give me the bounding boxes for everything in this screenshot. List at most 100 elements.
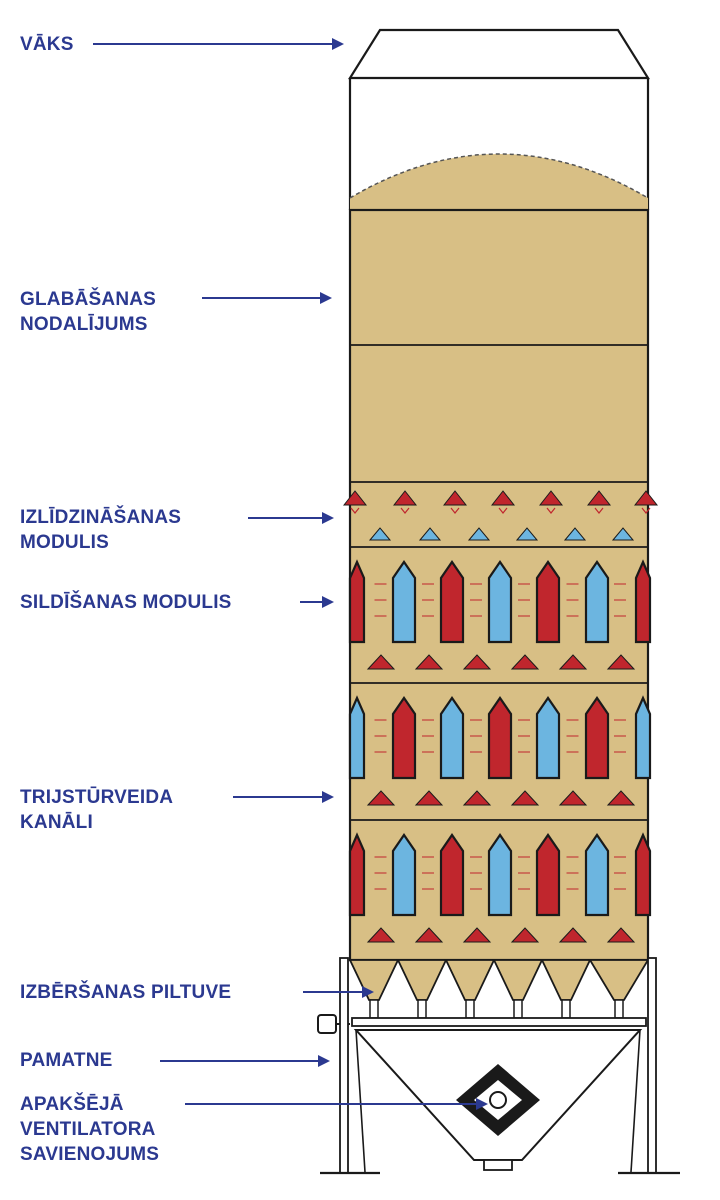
duct-triangle-m0-2 (462, 654, 492, 670)
cone-strut-left (355, 1029, 366, 1173)
grain-dome-edge (349, 153, 649, 199)
hopper-4 (540, 959, 592, 1001)
arrow-sildisanas-head (322, 596, 334, 608)
roof-shape (348, 28, 650, 80)
hopper-2 (444, 959, 496, 1001)
arrow-apaksejais-head (476, 1098, 488, 1110)
channel-m2-2 (439, 833, 465, 917)
label-trijsturveida-kanali: TRIJSTŪRVEIDA KANĀLI (20, 787, 174, 833)
channel-m2-3 (487, 833, 513, 917)
channel-m2-4 (535, 833, 561, 917)
equaliser-triangle-top-2 (442, 490, 468, 506)
channel-m2-0 (348, 832, 366, 917)
side-knob (317, 1014, 337, 1034)
duct-triangle-m2-3 (510, 927, 540, 943)
channel-m0-3 (487, 560, 513, 644)
channel-m1-6 (634, 695, 652, 780)
equaliser-flow-top-3 (498, 507, 508, 514)
equaliser-triangle-bottom-3 (515, 527, 539, 541)
hopper-outlet-2 (465, 999, 475, 1019)
duct-triangle-m1-3 (510, 790, 540, 806)
arrow-izbersanas-head (362, 986, 374, 998)
label-arrows (93, 38, 488, 1110)
label-glabasanas-nodalijums: GLABĀŠANAS NODALĪJUMS (20, 289, 157, 335)
duct-triangle-m2-1 (414, 927, 444, 943)
equaliser-triangle-bottom-4 (563, 527, 587, 541)
equaliser-flow-top-2 (450, 507, 460, 514)
base-leg-left (339, 957, 349, 1174)
duct-triangle-m2-0 (366, 927, 396, 943)
duct-triangle-m0-5 (606, 654, 636, 670)
base-leg-right (647, 957, 657, 1174)
equaliser-triangle-top-5 (586, 490, 612, 506)
channel-m1-1 (391, 696, 417, 780)
discharge-plate (351, 1017, 647, 1027)
fan-connection-circle (489, 1091, 507, 1109)
hopper-5 (588, 959, 650, 1001)
hopper-0 (348, 959, 400, 1001)
channel-m2-1 (391, 833, 417, 917)
equaliser-triangle-bottom-1 (418, 527, 442, 541)
cone-strut-right (630, 1029, 641, 1173)
duct-triangle-m1-0 (366, 790, 396, 806)
channel-m2-5 (584, 833, 610, 917)
equaliser-triangle-bottom-0 (368, 527, 392, 541)
cone-outlet (483, 1159, 513, 1171)
duct-triangle-m0-4 (558, 654, 588, 670)
channel-modules (342, 490, 659, 943)
channel-m1-4 (535, 696, 561, 780)
equaliser-triangle-bottom-5 (611, 527, 635, 541)
channel-m1-0 (348, 695, 366, 780)
arrow-glabasanas-head (320, 292, 332, 304)
equaliser-triangle-top-4 (538, 490, 564, 506)
hopper-3 (492, 959, 544, 1001)
label-apaksejais-ventilatora-savienojums: APAKŠĒJĀ VENTILATORA SAVIENOJUMS (20, 1094, 160, 1165)
equaliser-flow-top-5 (594, 507, 604, 514)
equaliser-triangle-top-1 (392, 490, 418, 506)
duct-triangle-m2-4 (558, 927, 588, 943)
label-izbersanas-piltuve: IZBĒRŠANAS PILTUVE (20, 982, 232, 1003)
duct-triangle-m0-1 (414, 654, 444, 670)
hopper-outlet-1 (417, 999, 427, 1019)
channel-m1-2 (439, 696, 465, 780)
duct-triangle-m1-1 (414, 790, 444, 806)
duct-triangle-m2-5 (606, 927, 636, 943)
equaliser-flow-top-4 (546, 507, 556, 514)
hopper-outlet-5 (614, 999, 624, 1019)
channel-m0-6 (634, 559, 652, 644)
grain-dome (350, 154, 648, 210)
duct-triangle-m1-4 (558, 790, 588, 806)
arrow-pamatne-head (318, 1055, 330, 1067)
channel-m0-4 (535, 560, 561, 644)
equaliser-triangle-top-6 (633, 490, 659, 506)
equaliser-triangle-bottom-2 (467, 527, 491, 541)
label-sildisanas-modulis: SILDĪŠANAS MODULIS (20, 592, 232, 613)
arrow-izlidzinasanas-head (322, 512, 334, 524)
duct-triangle-m1-5 (606, 790, 636, 806)
arrow-vaks-head (332, 38, 344, 50)
hopper-outlet-0 (369, 999, 379, 1019)
equaliser-triangle-top-3 (490, 490, 516, 506)
duct-triangle-m1-2 (462, 790, 492, 806)
equaliser-flow-top-0 (350, 507, 360, 514)
arrow-trijsturveida-head (322, 791, 334, 803)
equaliser-triangle-top-0 (342, 490, 368, 506)
channel-m0-1 (391, 560, 417, 644)
equaliser-flow-top-1 (400, 507, 410, 514)
channel-m1-5 (584, 696, 610, 780)
label-izlidzinasanas-modulis: IZLĪDZINĀŠANAS MODULIS (20, 507, 182, 553)
channel-m0-5 (584, 560, 610, 644)
hopper-outlet-3 (513, 999, 523, 1019)
label-pamatne: PAMATNE (20, 1050, 113, 1071)
equaliser-flow-top-6 (641, 507, 651, 514)
label-vaks: VĀKS (20, 34, 74, 55)
duct-triangle-m2-2 (462, 927, 492, 943)
channel-m0-2 (439, 560, 465, 644)
channel-m2-6 (634, 832, 652, 917)
duct-triangle-m0-3 (510, 654, 540, 670)
channel-m1-3 (487, 696, 513, 780)
hopper-1 (396, 959, 448, 1001)
hopper-outlet-4 (561, 999, 571, 1019)
